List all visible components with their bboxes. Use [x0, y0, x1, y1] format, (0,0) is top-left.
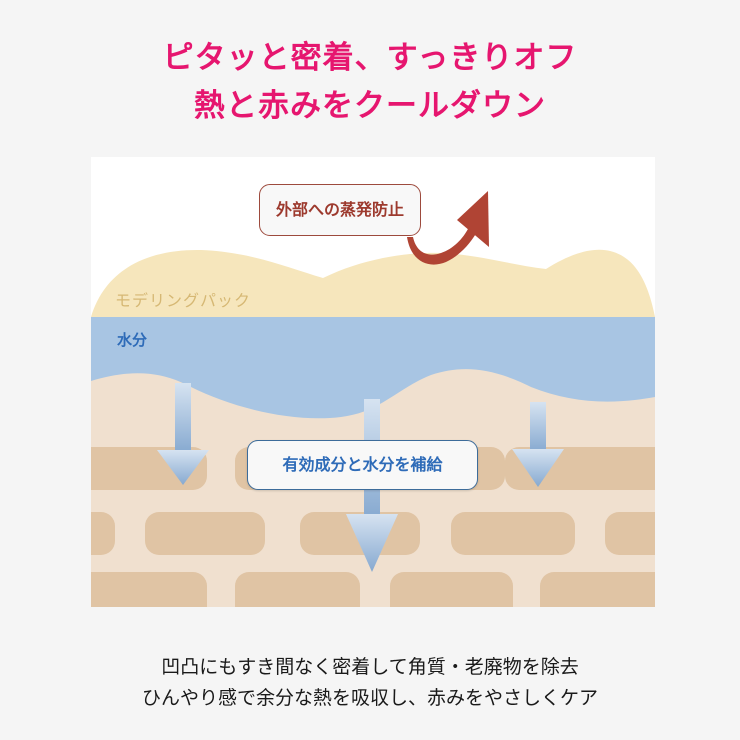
modeling-pack-layer — [91, 249, 655, 317]
modeling-pack-label: モデリングパック — [115, 291, 252, 310]
caption-line-1: 凹凸にもすき間なく密着して角質・老廃物を除去 — [161, 656, 579, 678]
curved-up-arrow-icon — [407, 191, 489, 265]
headline-line-1: ピタッと密着、すっきりオフ — [162, 40, 578, 76]
caption-line-2: ひんやり感で余分な熱を吸収し、赤みをやさしくケア — [141, 687, 598, 709]
water-layer — [91, 317, 655, 419]
water-label: 水分 — [117, 331, 148, 349]
skin-layer-diagram: モデリングパック 水分 外部への蒸発防止 有効成分と水分を補給 — [91, 157, 655, 607]
down-arrow-icon — [512, 402, 564, 487]
down-arrow-icon — [157, 383, 209, 485]
ingredient-supply-callout: 有効成分と水分を補給 — [247, 440, 478, 490]
headline-line-2: 熱と赤みをクールダウン — [194, 88, 546, 124]
evaporation-prevention-callout: 外部への蒸発防止 — [259, 184, 421, 236]
